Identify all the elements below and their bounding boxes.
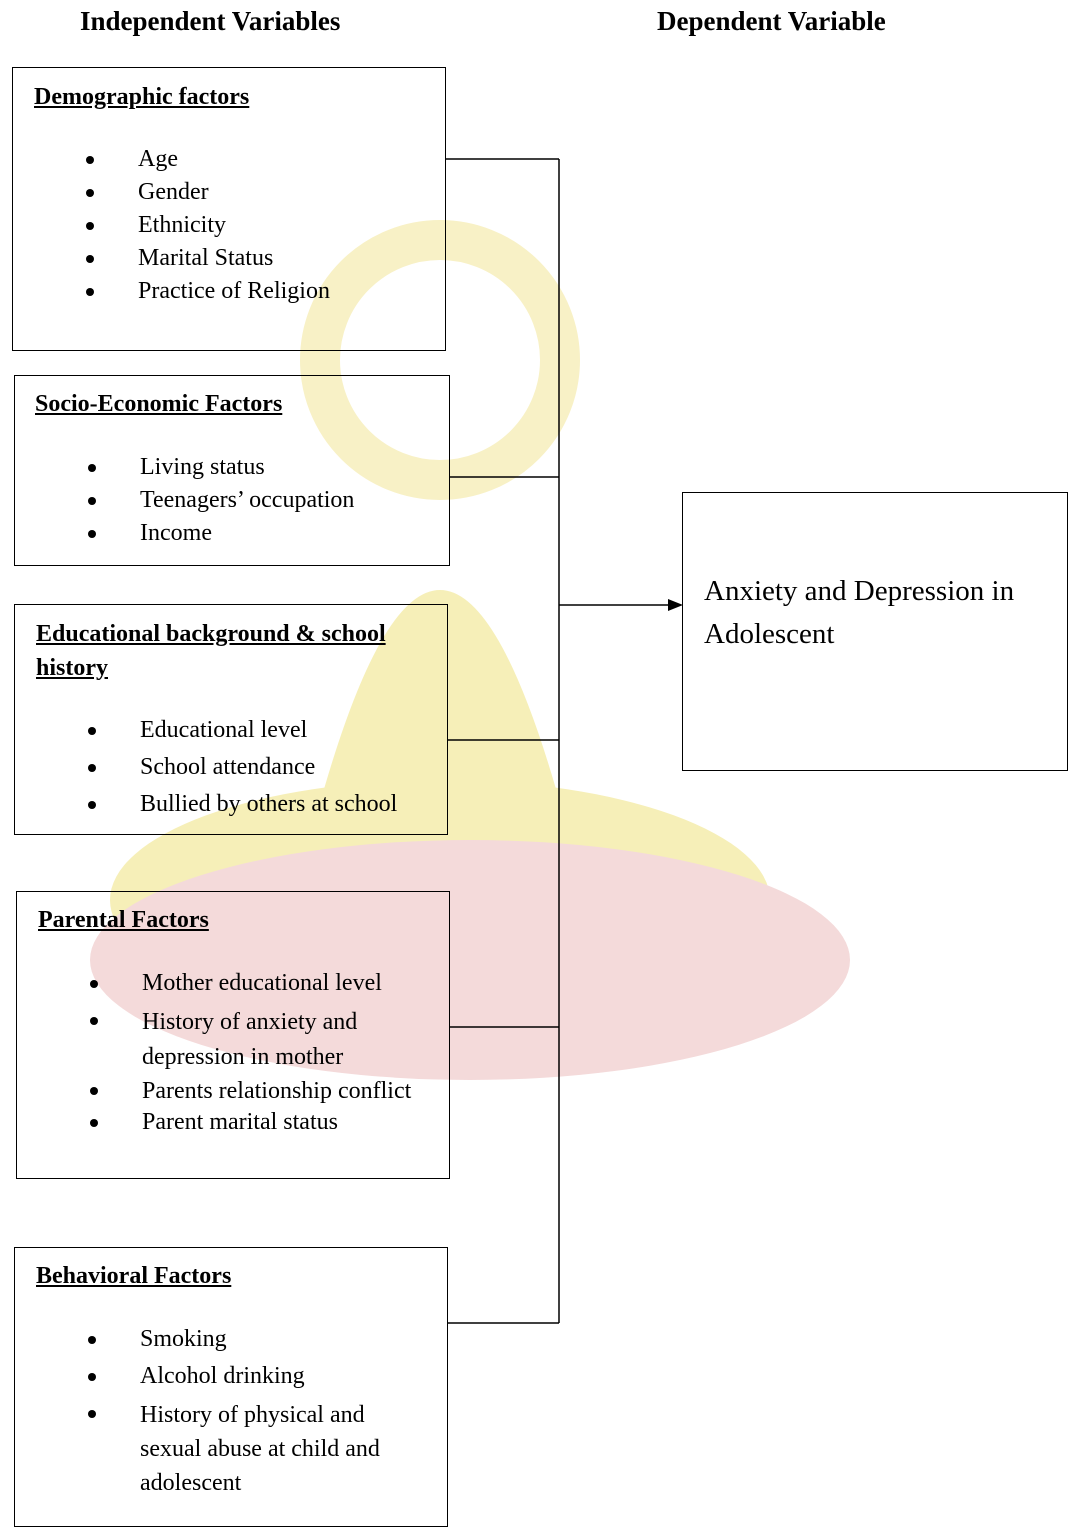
arrow-head xyxy=(668,599,683,611)
list-item: Parents relationship conflict xyxy=(90,1075,420,1107)
list-item: Educational level xyxy=(88,715,397,745)
list-item: History of physical and sexual abuse at … xyxy=(88,1398,418,1500)
list-item: Ethnicity xyxy=(86,210,330,240)
socio-economic-factors-list: Living status Teenagers’ occupation Inco… xyxy=(88,452,354,551)
educational-title-line1: Educational background & school xyxy=(36,621,386,647)
list-item: School attendance xyxy=(88,752,397,782)
socio-economic-factors-box: Socio-Economic Factors Living status Tee… xyxy=(14,375,450,566)
educational-background-box: Educational background & school history … xyxy=(14,604,448,835)
dependent-variable-box: Anxiety and Depression in Adolescent xyxy=(682,492,1068,771)
list-item: Practice of Religion xyxy=(86,276,330,306)
list-item: Teenagers’ occupation xyxy=(88,485,354,515)
parental-factors-title: Parental Factors xyxy=(38,907,209,933)
behavioral-factors-box: Behavioral Factors Smoking Alcohol drink… xyxy=(14,1247,448,1527)
demographic-factors-title: Demographic factors xyxy=(34,84,250,110)
educational-title-line2: history xyxy=(36,655,108,681)
dependent-variable-heading: Dependent Variable xyxy=(657,6,886,36)
dependent-variable-text: Anxiety and Depression in Adolescent xyxy=(704,575,1015,650)
parental-factors-list: Mother educational level History of anxi… xyxy=(90,968,420,1140)
parental-factors-box: Parental Factors Mother educational leve… xyxy=(16,891,450,1179)
independent-variables-heading: Independent Variables xyxy=(80,6,341,36)
list-item: Smoking xyxy=(88,1324,418,1354)
demographic-factors-box: Demographic factors Age Gender Ethnicity… xyxy=(12,67,446,351)
list-item: Marital Status xyxy=(86,243,330,273)
list-item: Age xyxy=(86,144,330,174)
list-item: Bullied by others at school xyxy=(88,789,397,819)
educational-background-title: Educational background & school history xyxy=(36,617,386,685)
list-item: Gender xyxy=(86,177,330,207)
list-item: Parent marital status xyxy=(90,1107,420,1137)
list-item: History of anxiety and depression in mot… xyxy=(90,1005,420,1075)
behavioral-factors-title: Behavioral Factors xyxy=(36,1263,232,1289)
list-item: Income xyxy=(88,518,354,548)
behavioral-factors-list: Smoking Alcohol drinking History of phys… xyxy=(88,1324,418,1503)
list-item: Mother educational level xyxy=(90,968,420,998)
demographic-factors-list: Age Gender Ethnicity Marital Status Prac… xyxy=(86,144,330,309)
list-item: Alcohol drinking xyxy=(88,1361,418,1391)
educational-background-list: Educational level School attendance Bull… xyxy=(88,715,397,822)
list-item: Living status xyxy=(88,452,354,482)
socio-economic-factors-title: Socio-Economic Factors xyxy=(35,391,283,417)
